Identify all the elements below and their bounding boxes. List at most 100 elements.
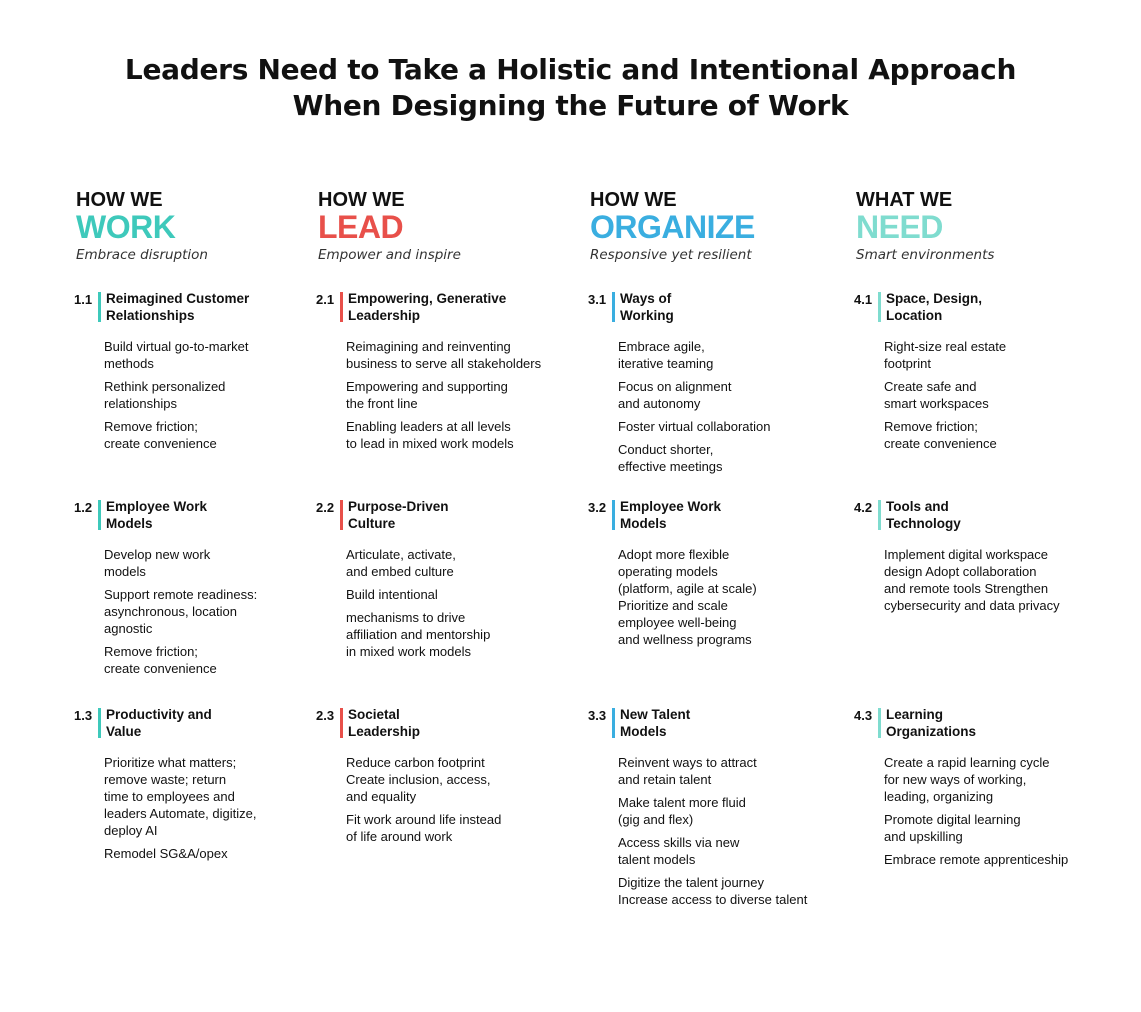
column-pre-label: HOW WE: [76, 189, 163, 211]
section-items: Reinvent ways to attract and retain tale…: [618, 754, 828, 914]
column-subtitle: Empower and inspire: [318, 247, 461, 263]
section-title: Employee Work Models: [106, 499, 208, 531]
section-accent-bar: [98, 292, 101, 322]
section-accent-bar: [340, 708, 343, 738]
section-accent-bar: [878, 708, 881, 738]
list-item: Fit work around life instead of life aro…: [346, 812, 502, 844]
section-accent-bar: [340, 292, 343, 322]
list-item: Rethink personalized relationships: [104, 379, 226, 411]
section-title: Learning Organizations: [886, 707, 977, 739]
list-item: Focus on alignment and autonomy: [618, 379, 732, 411]
column-subtitle: Embrace disruption: [76, 247, 208, 263]
column-subtitle: Smart environments: [856, 247, 995, 263]
list-item: Empowering and supporting the front line: [346, 379, 508, 411]
section-items: Implement digital workspace design Adopt…: [884, 546, 1094, 620]
list-item: mechanisms to drive affiliation and ment…: [346, 610, 491, 659]
list-item: Prioritize what matters; remove waste; r…: [104, 755, 257, 838]
list-item: Reimagining and reinventing business to …: [346, 339, 542, 371]
list-item: Support remote readiness: asynchronous, …: [104, 587, 258, 636]
section-items: Adopt more flexible operating models (pl…: [618, 546, 828, 654]
column-big-label: LEAD: [318, 209, 404, 245]
list-item: Conduct shorter, effective meetings: [618, 442, 723, 474]
section-number: 3.2: [588, 500, 607, 515]
section-number: 1.1: [74, 292, 93, 307]
column-pre-label: HOW WE: [590, 189, 677, 211]
list-item: Reduce carbon footprint Create inclusion…: [346, 755, 491, 804]
column-pre-label: WHAT WE: [856, 189, 953, 211]
list-item: Build intentional: [346, 587, 438, 602]
list-item: Articulate, activate, and embed culture: [346, 547, 456, 579]
list-item: Reinvent ways to attract and retain tale…: [618, 755, 757, 787]
title-line-2: When Designing the Future of Work: [292, 89, 849, 122]
section-title: Ways of Working: [620, 291, 674, 323]
page-title: Leaders Need to Take a Holistic and Inte…: [0, 52, 1141, 124]
list-item: Develop new work models: [104, 547, 211, 579]
list-item: Make talent more fluid (gig and flex): [618, 795, 746, 827]
section-items: Create a rapid learning cycle for new wa…: [884, 754, 1094, 874]
list-item: Embrace agile, iterative teaming: [618, 339, 714, 371]
section-accent-bar: [612, 292, 615, 322]
section-title: Purpose-Driven Culture: [348, 499, 449, 531]
list-item: Build virtual go-to-market methods: [104, 339, 249, 371]
section-title: Tools and Technology: [886, 499, 961, 531]
section-items: Prioritize what matters; remove waste; r…: [104, 754, 314, 868]
section-number: 3.3: [588, 708, 607, 723]
section-accent-bar: [340, 500, 343, 530]
list-item: Implement digital workspace design Adopt…: [884, 547, 1060, 613]
section-accent-bar: [98, 708, 101, 738]
section-title: Societal Leadership: [348, 707, 421, 739]
column-big-label: WORK: [76, 209, 176, 245]
section-number: 4.1: [854, 292, 873, 307]
section-title: Reimagined Customer Relationships: [106, 291, 250, 323]
list-item: Right-size real estate footprint: [884, 339, 1007, 371]
section-number: 2.3: [316, 708, 335, 723]
section-title: Empowering, Generative Leadership: [348, 291, 507, 323]
list-item: Remove friction; create convenience: [104, 419, 217, 451]
list-item: Embrace remote apprenticeship: [884, 852, 1069, 867]
section-number: 1.2: [74, 500, 93, 515]
title-line-1: Leaders Need to Take a Holistic and Inte…: [124, 53, 1017, 86]
section-number: 2.1: [316, 292, 335, 307]
section-accent-bar: [98, 500, 101, 530]
section-title: Space, Design, Location: [886, 291, 983, 323]
section-title: New Talent Models: [620, 707, 691, 739]
column-big-label: NEED: [856, 209, 943, 245]
column-pre-label: HOW WE: [318, 189, 405, 211]
list-item: Digitize the talent journey Increase acc…: [618, 875, 808, 907]
section-items: Reduce carbon footprint Create inclusion…: [346, 754, 556, 851]
section-accent-bar: [612, 500, 615, 530]
section-number: 3.1: [588, 292, 607, 307]
section-accent-bar: [878, 500, 881, 530]
section-items: Reimagining and reinventing business to …: [346, 338, 556, 458]
column-subtitle: Responsive yet resilient: [590, 247, 752, 263]
section-title: Productivity and Value: [106, 707, 212, 739]
list-item: Create safe and smart workspaces: [884, 379, 989, 411]
list-item: Access skills via new talent models: [618, 835, 740, 867]
section-number: 4.2: [854, 500, 873, 515]
list-item: Create a rapid learning cycle for new wa…: [884, 755, 1050, 804]
column-big-label: ORGANIZE: [590, 209, 755, 245]
list-item: Remodel SG&A/opex: [104, 846, 228, 861]
section-number: 4.3: [854, 708, 873, 723]
list-item: Foster virtual collaboration: [618, 419, 771, 434]
list-item: Remove friction; create convenience: [884, 419, 997, 451]
section-number: 2.2: [316, 500, 335, 515]
list-item: Remove friction; create convenience: [104, 644, 217, 676]
section-accent-bar: [612, 708, 615, 738]
section-title: Employee Work Models: [620, 499, 722, 531]
section-number: 1.3: [74, 708, 93, 723]
section-accent-bar: [878, 292, 881, 322]
list-item: Enabling leaders at all levels to lead i…: [346, 419, 514, 451]
